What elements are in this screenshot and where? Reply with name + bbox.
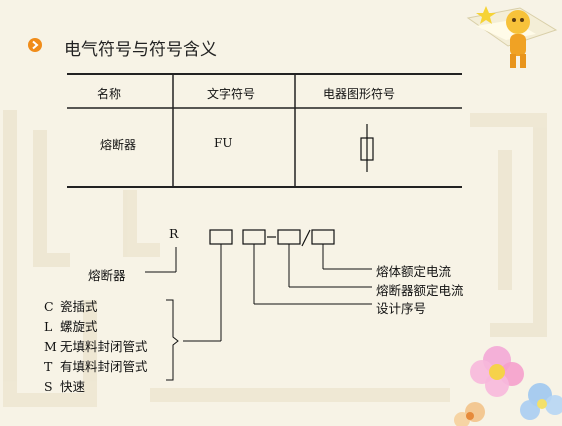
type-desc: 螺旋式 xyxy=(60,319,98,334)
type-code: L xyxy=(44,319,53,334)
title-bullet-icon xyxy=(28,38,42,52)
type-desc: 无填料封闭管式 xyxy=(60,339,148,354)
table-header-letter-symbol: 文字符号 xyxy=(207,87,256,101)
type-desc: 有填料封闭管式 xyxy=(60,359,148,374)
fuse-symbol-icon xyxy=(360,124,374,172)
field-fuse-rated-current: 熔断器额定电流 xyxy=(376,283,464,298)
type-desc: 快速 xyxy=(60,379,86,394)
flower-decoration xyxy=(454,346,562,426)
type-code: M xyxy=(44,339,57,354)
type-item: T 有填料封闭管式 xyxy=(44,356,148,375)
type-code: T xyxy=(44,359,53,374)
table-header-graphic-symbol: 电器图形符号 xyxy=(323,87,396,101)
mascot-illustration xyxy=(466,6,558,68)
field-fuse-element-current: 熔体额定电流 xyxy=(376,264,452,279)
table-cell-letter-symbol: FU xyxy=(214,136,233,150)
type-item: C 瓷插式 xyxy=(44,296,98,315)
table-header-name: 名称 xyxy=(97,87,122,101)
page-title: 电气符号与符号含义 xyxy=(64,40,217,60)
model-prefix-letter: R xyxy=(169,226,179,241)
field-design-number: 设计序号 xyxy=(376,301,427,316)
type-code: C xyxy=(44,299,54,314)
table-cell-name: 熔断器 xyxy=(100,138,137,152)
type-item: L 螺旋式 xyxy=(44,316,98,335)
type-item: S 快速 xyxy=(44,376,85,395)
type-desc: 瓷插式 xyxy=(60,299,98,314)
diagram-name-label: 熔断器 xyxy=(88,268,126,283)
type-code: S xyxy=(44,379,53,394)
